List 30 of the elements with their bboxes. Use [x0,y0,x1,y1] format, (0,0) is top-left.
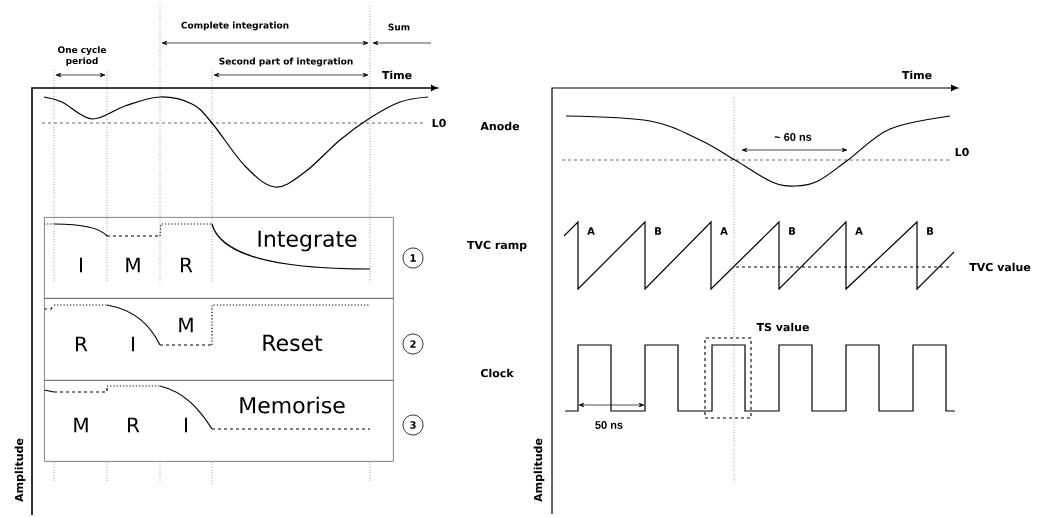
axis-label: L0 [955,147,969,157]
dimension-label: Sum [388,23,410,31]
dimension-label: One cycle period [58,46,106,66]
dimension-label: Second part of integration [219,57,353,67]
callout-number: 2 [402,333,424,355]
ramp-letter: A [855,227,863,235]
ramp-letter: B [655,227,662,235]
signal-label: TVC ramp [467,240,527,252]
axis-label: L0 [432,118,446,128]
dimension-label: Complete integration [181,21,289,31]
signal-label: Anode [480,121,520,131]
axis-label: Amplitude [533,438,545,502]
phase-row: I M R Integrate [44,217,394,299]
axis-label: Time [901,70,932,80]
callout-number: 3 [402,414,424,436]
phase-row: R I M Reset [44,298,394,381]
phase-row: M R I Memorise [44,380,394,462]
ramp-letter: A [720,227,728,235]
dimension-label: ~ 60 ns [774,133,812,141]
ramp-letter: B [789,227,796,235]
ramp-letter: B [927,227,934,235]
selection-box [704,337,752,419]
signal-label: Clock [480,368,514,378]
value-label: TVC value [969,262,1031,272]
callout-number: 1 [402,247,424,269]
axis-label: Amplitude [14,438,26,502]
value-label: TS value [756,322,809,332]
axis-label: Time [381,70,412,80]
dimension-label: 50 ns [595,421,623,429]
ramp-letter: A [587,227,595,235]
